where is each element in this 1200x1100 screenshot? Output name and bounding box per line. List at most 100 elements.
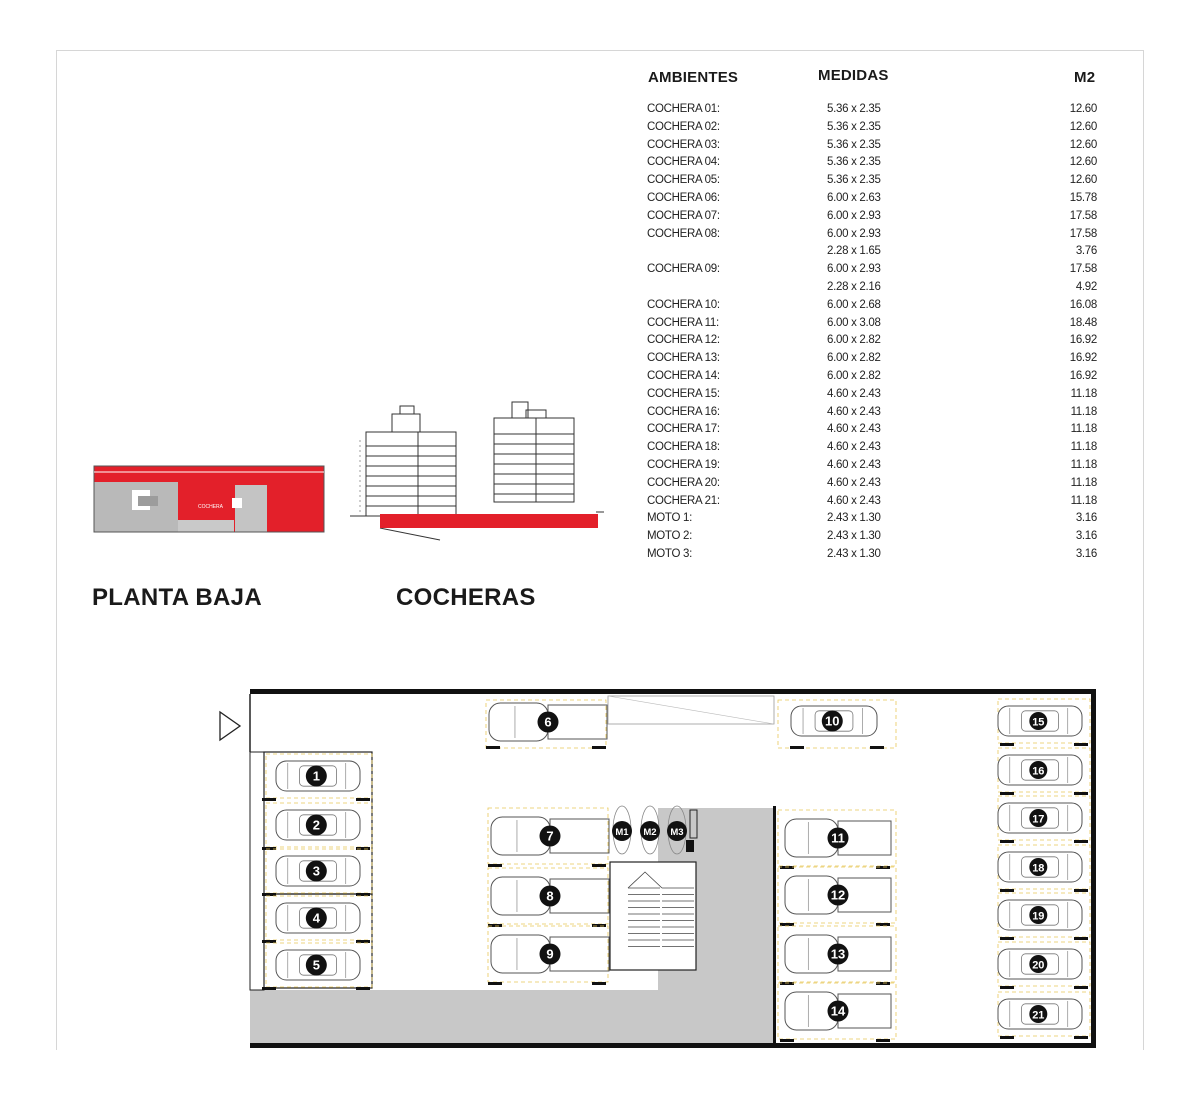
spot-number-badge — [1029, 712, 1048, 730]
parking-spot: 3 — [275, 855, 361, 887]
cell-ambiente: COCHERA 17: — [647, 423, 720, 436]
header-ambientes: AMBIENTES — [648, 69, 739, 86]
cell-m2: 11.18 — [1070, 458, 1098, 471]
cell-ambiente: COCHERA 02: — [647, 120, 720, 133]
parking-bay-outline — [777, 699, 897, 749]
cell-ambiente: COCHERA 01: — [647, 103, 720, 115]
parking-bay-outline — [265, 802, 373, 848]
cell-m2: 3.76 — [1075, 245, 1097, 258]
cell-ambiente: COCHERA 20: — [647, 476, 720, 489]
cell-ambiente: COCHERA 18: — [647, 441, 720, 454]
parking-bay-outline — [265, 753, 373, 799]
parking-spot: 2 — [275, 809, 361, 841]
parking-bay-outline — [777, 982, 897, 1040]
cell-m2: 11.18 — [1070, 494, 1098, 507]
cell-m2: 17.58 — [1069, 227, 1098, 240]
ramp-area — [490, 990, 658, 1044]
parking-bay-outline — [997, 747, 1091, 793]
cell-m2: 15.78 — [1069, 191, 1098, 204]
cell-medida: 2.28 x 1.65 — [827, 245, 881, 258]
cell-medida: 6.00 x 2.93 — [827, 263, 881, 276]
spot-number-badge — [539, 825, 561, 847]
cell-m2: 16.92 — [1069, 352, 1098, 365]
cell-medida: 4.60 x 2.43 — [827, 423, 881, 436]
spot-number-badge — [821, 710, 843, 732]
spot-number: 5 — [313, 958, 320, 973]
spot-number-badge — [305, 860, 327, 882]
table-row: 2.28 x 1.65 3.76 — [647, 245, 1102, 263]
cell-m2: 16.08 — [1069, 298, 1098, 311]
cell-ambiente: COCHERA 06: — [647, 191, 720, 204]
parking-spot: 4 — [275, 902, 361, 934]
moto-spot: M2 — [640, 805, 660, 855]
label-planta-baja: PLANTA BAJA — [92, 584, 262, 611]
cell-ambiente: COCHERA 15: — [647, 387, 720, 400]
cell-ambiente: COCHERA 21: — [647, 494, 720, 507]
parking-bay-outline — [997, 991, 1091, 1037]
spot-number-badge — [537, 711, 559, 733]
spot-number: 9 — [546, 947, 553, 962]
spot-number-badge — [827, 943, 849, 965]
spot-number-badge — [305, 814, 327, 836]
spot-number-badge — [1029, 858, 1048, 876]
cell-m2: 12.60 — [1069, 138, 1098, 151]
moto-number: M2 — [643, 827, 656, 838]
parking-spot: 7 — [490, 816, 610, 856]
spot-number: 21 — [1032, 1010, 1044, 1022]
spot-number-badge — [612, 821, 632, 841]
spot-number-badge — [1029, 1005, 1048, 1023]
spot-number-badge — [1029, 761, 1048, 779]
spot-number: 14 — [831, 1004, 846, 1019]
cell-ambiente: COCHERA 03: — [647, 138, 720, 151]
cell-ambiente: COCHERA 08: — [647, 227, 720, 240]
cell-medida: 4.60 x 2.43 — [827, 441, 881, 454]
spot-number: 10 — [825, 714, 839, 729]
cell-medida: 4.60 x 2.43 — [827, 476, 881, 489]
parking-spot: 19 — [997, 899, 1083, 931]
cell-medida: 4.60 x 2.43 — [827, 387, 881, 400]
parking-bay-outline — [265, 848, 373, 894]
cell-medida: 6.00 x 2.82 — [827, 334, 881, 347]
cell-medida: 6.00 x 2.82 — [827, 352, 881, 365]
spot-number-badge — [1029, 955, 1048, 973]
spot-number-badge — [827, 827, 849, 849]
cell-medida: 6.00 x 3.08 — [827, 316, 881, 329]
parking-spot: 18 — [997, 851, 1083, 883]
parking-spot: 11 — [784, 818, 892, 858]
stair-core — [609, 861, 697, 971]
cell-ambiente: COCHERA 13: — [647, 352, 720, 365]
cell-ambiente: COCHERA 14: — [647, 369, 720, 382]
cell-medida: 6.00 x 2.93 — [827, 209, 881, 222]
parking-bay-outline — [265, 942, 373, 988]
page-frame — [56, 50, 1144, 1050]
cell-m2: 17.58 — [1069, 209, 1098, 222]
spot-number: 3 — [313, 864, 320, 879]
parking-spot: 13 — [784, 934, 892, 974]
spot-number-badge — [667, 821, 687, 841]
parking-spot: 15 — [997, 705, 1083, 737]
parking-spot: 10 — [790, 705, 878, 737]
parking-bay-outline — [997, 941, 1091, 987]
label-cocheras: COCHERAS — [396, 584, 536, 611]
parking-spot: 8 — [490, 876, 610, 916]
cell-medida: 2.43 x 1.30 — [827, 547, 881, 560]
header-medidas: MEDIDAS — [818, 67, 889, 84]
spot-number: 7 — [546, 829, 553, 844]
parking-spot: 1 — [275, 760, 361, 792]
parking-spot: 16 — [997, 754, 1083, 786]
spot-number-badge — [305, 907, 327, 929]
cell-ambiente: COCHERA 10: — [647, 298, 720, 311]
